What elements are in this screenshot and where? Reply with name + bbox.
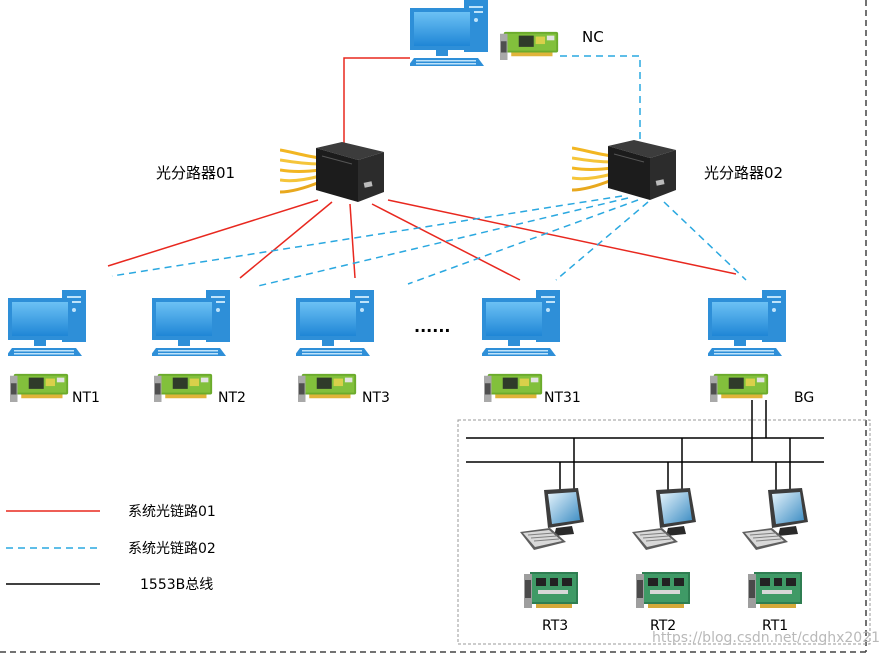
optical-link-01-lines [107, 57, 737, 281]
splitter-01-label: 光分路器01 [156, 164, 235, 182]
nc-network-card-icon [500, 31, 559, 60]
nc-label: NC [582, 28, 604, 46]
bg-network-card-icon [710, 373, 769, 402]
rt1-label: RT1 [762, 618, 788, 634]
rt2-card-icon [636, 572, 690, 608]
nt2-label: NT2 [218, 390, 246, 406]
splitter-02-icon [572, 140, 678, 202]
nt1-label: NT1 [72, 390, 100, 406]
nc-computer-icon [410, 0, 488, 66]
nt1-computer-icon [8, 290, 86, 356]
nt31-label: NT31 [544, 390, 581, 406]
watermark-text: https://blog.csdn.net/cdghx2021 [652, 630, 880, 646]
ellipsis-label: ...... [414, 317, 450, 336]
splitter-02-label: 光分路器02 [704, 164, 783, 182]
nt3-label: NT3 [362, 390, 390, 406]
bus-subsystem-box [457, 419, 871, 645]
legend-link-01-label: 系统光链路01 [128, 504, 216, 520]
nt3-network-card-icon [298, 373, 357, 402]
bus-1553b-lines [466, 400, 824, 490]
rt2-label: RT2 [650, 618, 676, 634]
nt2-computer-icon [152, 290, 230, 356]
nt1-network-card-icon [10, 373, 69, 402]
nt3-computer-icon [296, 290, 374, 356]
legend-link-02-label: 系统光链路02 [128, 541, 216, 557]
bg-label: BG [794, 390, 814, 406]
optical-link-02-lines [111, 55, 747, 287]
splitter-01-icon [280, 142, 386, 204]
nt2-network-card-icon [154, 373, 213, 402]
nt31-network-card-icon [484, 373, 543, 402]
rt3-card-icon [524, 572, 578, 608]
legend-bus-label: 1553B总线 [140, 577, 213, 593]
rt1-card-icon [748, 572, 802, 608]
bg-computer-icon [708, 290, 786, 356]
rt1-monitor-icon [768, 488, 808, 536]
nt31-computer-icon [482, 290, 560, 356]
legend: 系统光链路01 系统光链路02 1553B总线 [6, 504, 216, 593]
rt3-label: RT3 [542, 618, 568, 634]
